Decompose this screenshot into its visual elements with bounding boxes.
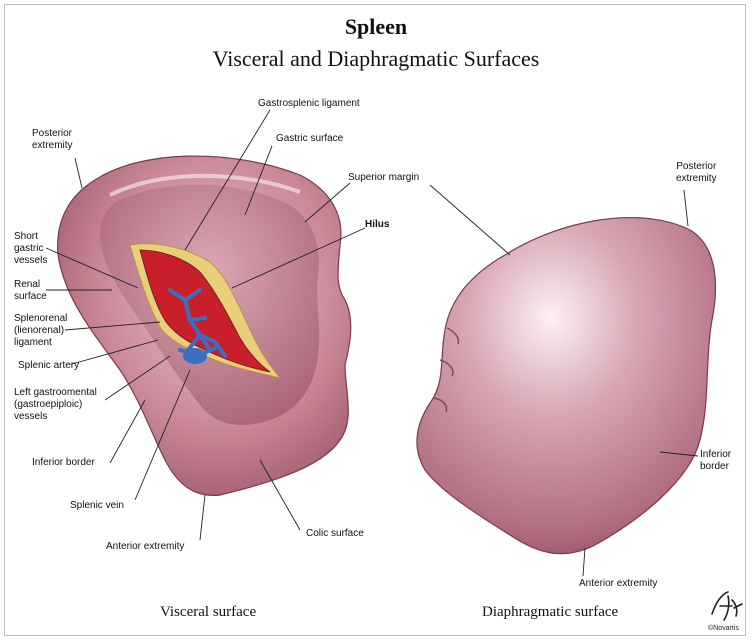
label-hilus: Hilus (365, 219, 389, 231)
visceral-spleen (58, 156, 351, 495)
label-splenic-artery: Splenic artery (18, 360, 79, 372)
label-inferior-border-left: Inferior border (32, 457, 95, 469)
diaphragmatic-spleen (417, 218, 716, 554)
splenic-vein-trunk (183, 348, 207, 364)
label-anterior-extremity-left: Anterior extremity (106, 541, 184, 553)
label-short-gastric-vessels: Short gastric vessels (14, 231, 47, 267)
label-anterior-extremity-right: Anterior extremity (579, 578, 657, 590)
label-splenorenal-ligament: Splenorenal (lienorenal) ligament (14, 313, 67, 349)
label-superior-margin: Superior margin (348, 172, 419, 184)
caption-diaphragmatic-surface: Diaphragmatic surface (482, 604, 618, 621)
label-gastrosplenic-ligament: Gastrosplenic ligament (258, 98, 360, 110)
diaphragmatic-spleen-outline (417, 218, 716, 554)
label-gastric-surface: Gastric surface (276, 133, 343, 145)
netter-signature-logo: ©Novartis (706, 584, 746, 634)
caption-visceral-surface: Visceral surface (160, 604, 256, 621)
label-inferior-border-right: Inferior border (700, 449, 731, 473)
label-colic-surface: Colic surface (306, 528, 364, 540)
label-posterior-extremity-left: Posterior extremity (32, 128, 73, 152)
svg-text:©Novartis: ©Novartis (708, 624, 739, 632)
label-splenic-vein: Splenic vein (70, 500, 124, 512)
label-left-gastroomental-vessels: Left gastroomental (gastroepiploic) vess… (14, 387, 97, 423)
label-posterior-extremity-right: Posterior extremity (676, 161, 717, 185)
label-renal-surface: Renal surface (14, 279, 47, 303)
